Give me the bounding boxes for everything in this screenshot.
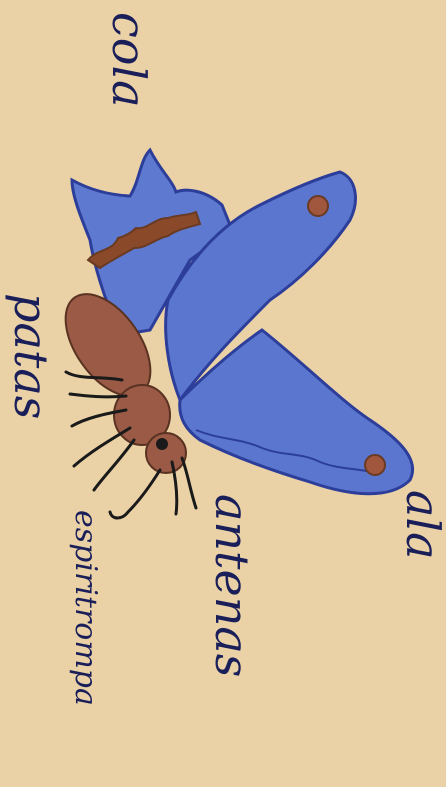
label-patas: patas — [8, 293, 54, 419]
label-ala: ala — [400, 490, 446, 560]
eye — [156, 438, 168, 450]
label-antenas: antenas — [209, 494, 255, 677]
label-espiritrompa: espiritrompa — [70, 510, 100, 706]
wing-spot-bottom — [365, 455, 385, 475]
label-cola: cola — [106, 12, 152, 108]
proboscis — [110, 470, 160, 518]
head — [146, 433, 186, 473]
wing-spot-top — [308, 196, 328, 216]
